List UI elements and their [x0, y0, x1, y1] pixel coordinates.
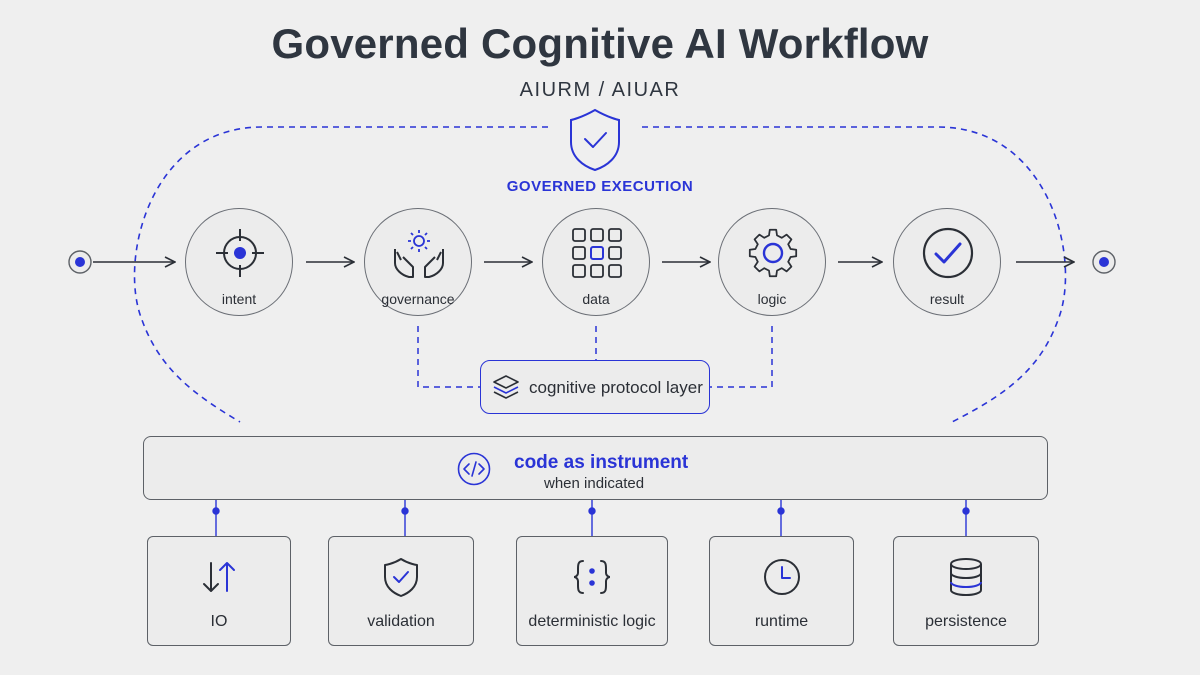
node-label: governance: [381, 291, 455, 307]
code-instrument-bar: code as instrument when indicated: [143, 436, 1048, 500]
protocol-layer-label: cognitive protocol layer: [529, 378, 703, 397]
tool-io: IO: [147, 536, 291, 646]
governed-execution-label: GOVERNED EXECUTION: [506, 178, 694, 195]
arrows-icon: [203, 562, 235, 592]
tool-label: deterministic logic: [528, 613, 656, 630]
governed-loop-left: [133, 126, 548, 423]
node-result: result: [893, 208, 1001, 316]
node-logic: logic: [718, 208, 826, 316]
tool-validation: validation: [328, 536, 474, 646]
tool-label: IO: [210, 613, 228, 630]
clock-icon: [763, 559, 800, 595]
target-icon: [216, 229, 264, 277]
hands-gear-icon: [394, 230, 444, 278]
node-label: logic: [757, 291, 787, 307]
page-title: Governed Cognitive AI Workflow: [271, 20, 929, 67]
layers-icon: [493, 375, 519, 399]
braces-icon: [573, 560, 611, 594]
shield-check-icon: [384, 558, 418, 597]
tool-connectors: [212, 500, 970, 536]
end-point: [1092, 250, 1116, 274]
tool-label: runtime: [754, 613, 809, 630]
check-circle-icon: [922, 227, 974, 279]
tool-label: persistence: [925, 613, 1007, 630]
protocol-link-governance: [417, 326, 480, 388]
protocol-link-logic: [710, 326, 773, 388]
gear-icon: [748, 228, 798, 278]
tool-deterministic-logic: deterministic logic: [516, 536, 668, 646]
grid-icon: [572, 228, 622, 278]
shield-check-icon: [570, 108, 620, 172]
node-label: result: [929, 291, 965, 307]
code-bar-subtitle: when indicated: [544, 475, 645, 492]
code-icon: [457, 452, 491, 486]
node-governance: governance: [364, 208, 472, 316]
node-label: data: [582, 291, 610, 307]
node-data: data: [542, 208, 650, 316]
tool-label: validation: [367, 613, 435, 630]
cognitive-protocol-layer: cognitive protocol layer: [480, 360, 710, 414]
tool-runtime: runtime: [709, 536, 854, 646]
tool-persistence: persistence: [893, 536, 1039, 646]
code-bar-title: code as instrument: [514, 452, 689, 473]
page-subtitle: AIURM / AIUAR: [519, 79, 681, 101]
database-icon: [950, 558, 982, 597]
start-point: [68, 250, 92, 274]
node-intent: intent: [185, 208, 293, 316]
node-label: intent: [221, 291, 257, 307]
